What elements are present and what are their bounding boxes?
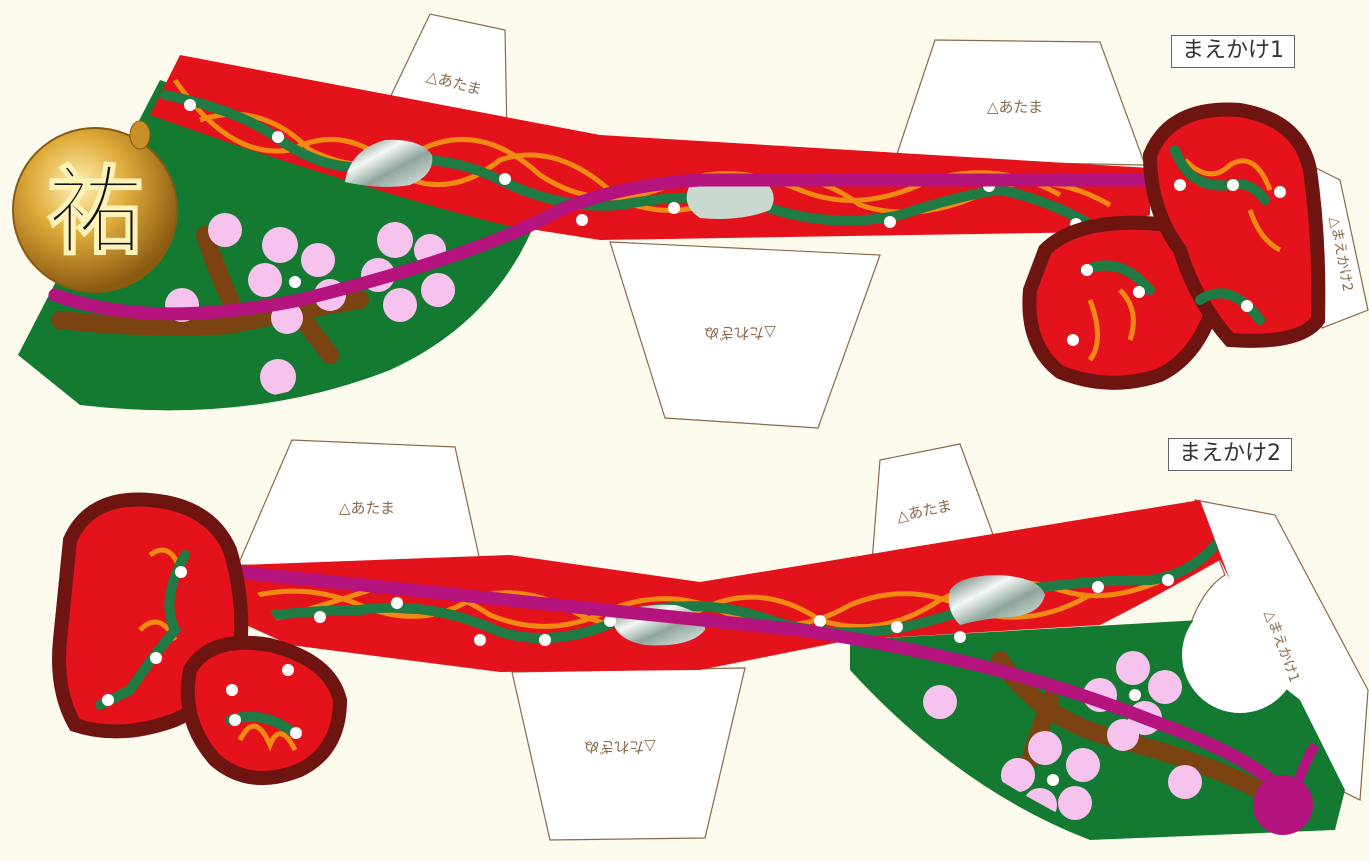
sheet2-cord (228, 565, 1292, 802)
sheet1-flap-group (1022, 102, 1326, 390)
sheet2-pattern: △あたま △あたま △たれぎぬ △まえかけ1 (52, 439, 1369, 841)
sheet1-tab-bottom-label: △たれぎぬ (704, 324, 776, 342)
sheet1-emblem-char: 祐 (47, 156, 143, 268)
sheet1-pattern: 祐 △あたま △あたま △たれぎぬ △まえかけ2 (12, 13, 1369, 429)
sheet1-cord (48, 173, 1157, 321)
sheet1-gold-emblem: 祐 (12, 120, 178, 293)
sheet2-title: まえかけ2 (1168, 438, 1292, 471)
sheet1-title: まえかけ1 (1171, 35, 1295, 68)
sheet2-tab-top-left-label: △あたま (339, 499, 395, 517)
sheet1-tab-bottom (609, 241, 881, 429)
sheet2-tab-bottom-label: △たれぎぬ (584, 738, 656, 756)
sheet1-tab-top-right-label: △あたま (987, 98, 1043, 116)
sheet2-flap-group (52, 492, 348, 785)
sheet2-cord-knot (1253, 775, 1313, 835)
